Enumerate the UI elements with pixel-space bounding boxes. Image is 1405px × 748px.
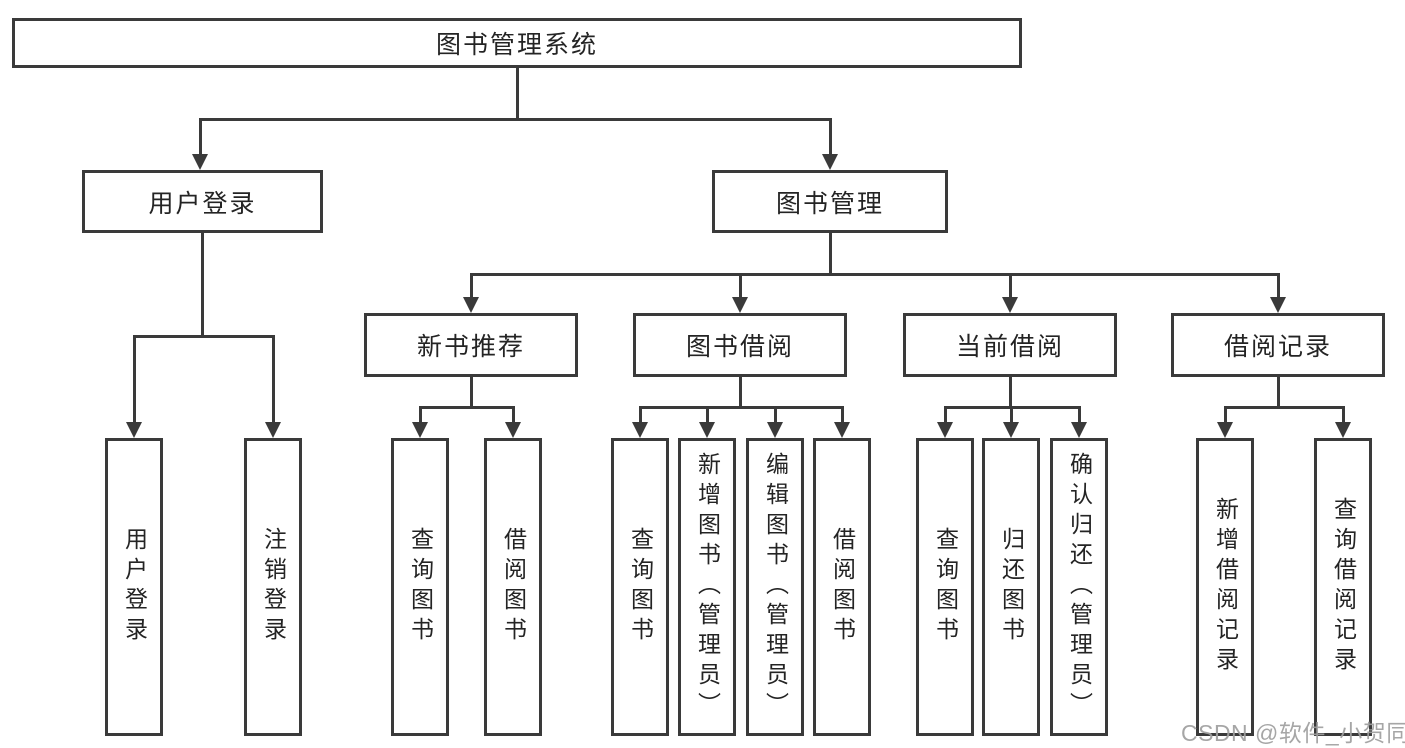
leaf-query-books-recommend: 查询图书 [391,438,449,736]
node-label: 查询图书 [627,527,654,647]
node-library-system: 图书管理系统 [12,18,1022,68]
csdn-watermark: CSDN @软件_小贺同学 [1181,714,1405,748]
node-label: 借阅图书 [500,527,527,647]
connector-line [470,377,473,406]
node-label: 用户登录 [148,189,257,218]
connector-line [201,233,204,335]
node-label: 借阅记录 [1223,333,1332,361]
connector-line [133,335,275,338]
node-label: 查询借阅记录 [1330,497,1357,677]
node-label: 注销登录 [260,527,287,647]
connector-line [470,273,1280,276]
connector-line [516,68,519,118]
leaf-borrow-books: 借阅图书 [813,438,871,736]
node-label: 借阅图书 [829,527,856,647]
connector-line [1009,377,1012,406]
node-label: 图书管理系统 [435,31,598,59]
connector-line [739,377,742,406]
node-borrow-records: 借阅记录 [1171,313,1385,377]
node-label: 新增图书（管理员） [694,452,721,722]
arrow-down-icon [1335,406,1351,438]
arrow-down-icon [699,406,715,438]
node-book-management: 图书管理 [712,170,948,233]
leaf-return-book: 归还图书 [982,438,1040,736]
connector-line [1277,377,1280,406]
node-user-login: 用户登录 [82,170,323,233]
node-label: 图书借阅 [685,333,794,361]
arrow-down-icon [463,273,479,313]
node-label: 新增借阅记录 [1212,497,1239,677]
arrow-down-icon [412,406,428,438]
leaf-add-book-admin: 新增图书（管理员） [678,438,736,736]
watermark-text: CSDN @软件_小贺同 [1181,720,1405,746]
connector-line [1224,406,1345,409]
node-label: 查询图书 [932,527,959,647]
node-new-book-recommend: 新书推荐 [364,313,578,377]
arrow-down-icon [126,335,142,438]
arrow-down-icon [1270,273,1286,313]
node-label: 编辑图书（管理员） [762,452,789,722]
connector-line [199,118,832,121]
leaf-query-books-current: 查询图书 [916,438,974,736]
arrow-down-icon [1217,406,1233,438]
node-label: 归还图书 [998,527,1025,647]
leaf-logout: 注销登录 [244,438,302,736]
node-label: 图书管理 [775,189,884,218]
leaf-confirm-return-admin: 确认归还（管理员） [1050,438,1108,736]
arrow-down-icon [632,406,648,438]
arrow-down-icon [937,406,953,438]
connector-line [419,406,515,409]
leaf-query-borrow-record: 查询借阅记录 [1314,438,1372,736]
leaf-add-borrow-record: 新增借阅记录 [1196,438,1254,736]
node-label: 当前借阅 [955,333,1064,361]
arrow-down-icon [1003,406,1019,438]
arrow-down-icon [767,406,783,438]
node-label: 查询图书 [407,527,434,647]
node-label: 用户登录 [121,527,148,647]
arrow-down-icon [834,406,850,438]
leaf-borrow-books-recommend: 借阅图书 [484,438,542,736]
connector-line [639,406,843,409]
arrow-down-icon [505,406,521,438]
connector-line [944,406,1081,409]
arrow-down-icon [1002,273,1018,313]
arrow-down-icon [265,335,281,438]
arrow-down-icon [192,118,208,170]
node-label: 确认归还（管理员） [1066,452,1093,722]
connector-line [829,233,832,273]
arrow-down-icon [822,118,838,170]
leaf-edit-book-admin: 编辑图书（管理员） [746,438,804,736]
node-book-borrow: 图书借阅 [633,313,847,377]
leaf-query-books-borrow: 查询图书 [611,438,669,736]
node-current-borrow: 当前借阅 [903,313,1117,377]
leaf-user-login: 用户登录 [105,438,163,736]
node-label: 新书推荐 [416,333,525,361]
arrow-down-icon [1071,406,1087,438]
arrow-down-icon [732,273,748,313]
